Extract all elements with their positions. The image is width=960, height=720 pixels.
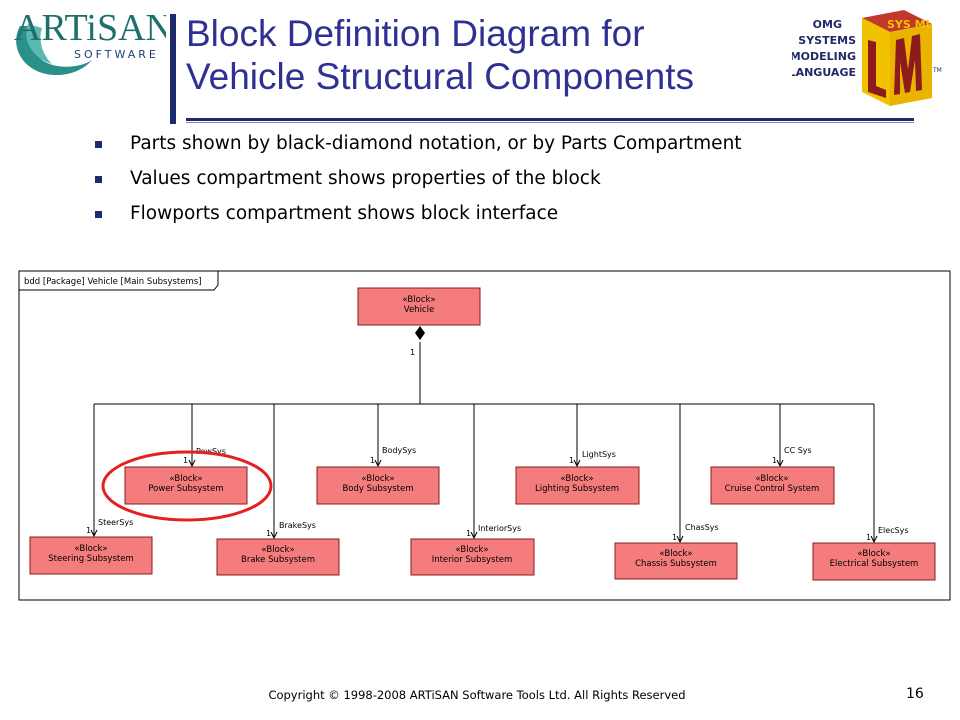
composition-connectors bbox=[93, 342, 875, 542]
block-stereotype: «Block» bbox=[74, 544, 107, 554]
multiplicity-label: 1 bbox=[86, 526, 91, 535]
block-stereotype: «Block» bbox=[261, 545, 294, 555]
frame-label: bdd [Package] Vehicle [Main Subsystems] bbox=[24, 277, 202, 287]
arrowhead-electrical bbox=[870, 535, 878, 544]
multiplicity-label: 1 bbox=[772, 456, 777, 465]
block-power-subsystem[interactable]: «Block» Power Subsystem bbox=[124, 466, 248, 505]
block-body-subsystem[interactable]: «Block» Body Subsystem bbox=[316, 466, 440, 505]
swoosh-icon bbox=[16, 26, 93, 76]
role-label: InteriorSys bbox=[478, 524, 521, 533]
block-stereotype: «Block» bbox=[857, 549, 890, 559]
frame-label-tab bbox=[19, 271, 219, 291]
block-name: Brake Subsystem bbox=[241, 555, 315, 565]
block-stereotype: «Block» bbox=[560, 474, 593, 484]
block-name: Cruise Control System bbox=[725, 484, 820, 494]
highlight-ellipse bbox=[101, 450, 273, 522]
block-vehicle[interactable]: «Block» Vehicle bbox=[357, 287, 481, 326]
language-text: LANGUAGE bbox=[792, 66, 856, 79]
title-rule bbox=[186, 118, 914, 121]
sysml-cube-icon: SYS ML bbox=[862, 10, 933, 106]
arrowhead-brake bbox=[270, 531, 278, 540]
block-stereotype: «Block» bbox=[361, 474, 394, 484]
artisan-software-logo: ARTiSAN SOFTWARE bbox=[14, 7, 166, 76]
role-label: BodySys bbox=[382, 446, 416, 455]
page-number: 16 bbox=[906, 686, 924, 702]
block-cruise-control-system[interactable]: «Block» Cruise Control System bbox=[710, 466, 835, 505]
tm-text: TM bbox=[932, 67, 942, 74]
block-definition-diagram: bdd [Package] Vehicle [Main Subsystems] … bbox=[18, 270, 951, 601]
block-stereotype: «Block» bbox=[169, 474, 202, 484]
block-name: Electrical Subsystem bbox=[830, 559, 919, 569]
block-name: Interior Subsystem bbox=[432, 555, 513, 565]
arrowhead-body bbox=[374, 459, 382, 468]
role-label: SteerSys bbox=[98, 518, 133, 527]
title-rule-thin bbox=[186, 122, 914, 123]
block-lighting-subsystem[interactable]: «Block» Lighting Subsystem bbox=[515, 466, 640, 505]
block-stereotype: «Block» bbox=[455, 545, 488, 555]
block-name: Chassis Subsystem bbox=[635, 559, 717, 569]
block-stereotype: «Block» bbox=[659, 549, 692, 559]
bullet-item: Flowports compartment shows block interf… bbox=[92, 200, 912, 235]
arrowhead-interior bbox=[470, 531, 478, 540]
bullet-text: Values compartment shows properties of t… bbox=[130, 168, 601, 189]
slide-title: Block Definition Diagram for Vehicle Str… bbox=[186, 12, 786, 98]
bullet-text: Flowports compartment shows block interf… bbox=[130, 203, 559, 224]
block-chassis-subsystem[interactable]: «Block» Chassis Subsystem bbox=[614, 542, 738, 580]
block-stereotype: «Block» bbox=[402, 295, 435, 305]
title-line-1: Block Definition Diagram for bbox=[186, 13, 645, 54]
role-label: BrakeSys bbox=[279, 521, 316, 530]
multiplicity-label: 1 bbox=[569, 456, 574, 465]
role-label: CC Sys bbox=[784, 446, 812, 455]
block-name: Vehicle bbox=[404, 305, 434, 315]
bullet-square-icon bbox=[95, 211, 102, 218]
swoosh-inner-icon bbox=[26, 24, 52, 64]
sys-mark-text: SYS ML bbox=[887, 18, 933, 31]
arrowhead-lighting bbox=[573, 459, 581, 468]
block-name: Body Subsystem bbox=[342, 484, 413, 494]
block-name: Power Subsystem bbox=[148, 484, 223, 494]
role-label: ElecSys bbox=[878, 526, 909, 535]
root-multiplicity: 1 bbox=[410, 348, 415, 357]
logo-brand-text: ARTiSAN bbox=[14, 7, 166, 49]
multiplicity-label: 1 bbox=[672, 533, 677, 542]
omg-text: OMG bbox=[813, 18, 842, 31]
title-accent-bar bbox=[170, 14, 176, 124]
multiplicity-label: 1 bbox=[370, 456, 375, 465]
omg-sysml-logo: OMG SYSTEMS MODELING LANGUAGE SYS ML TM bbox=[792, 10, 942, 106]
multiplicity-label: 1 bbox=[466, 529, 471, 538]
block-name: Lighting Subsystem bbox=[535, 484, 619, 494]
role-label: ChasSys bbox=[685, 523, 719, 532]
block-interior-subsystem[interactable]: «Block» Interior Subsystem bbox=[410, 538, 535, 576]
bullet-text: Parts shown by black-diamond notation, o… bbox=[130, 133, 742, 154]
block-brake-subsystem[interactable]: «Block» Brake Subsystem bbox=[216, 538, 340, 576]
block-name: Steering Subsystem bbox=[48, 554, 133, 564]
copyright-footer: Copyright © 1998-2008 ARTiSAN Software T… bbox=[268, 688, 686, 702]
bullet-item: Values compartment shows properties of t… bbox=[92, 165, 912, 200]
arrowhead-steering bbox=[90, 529, 98, 538]
block-steering-subsystem[interactable]: «Block» Steering Subsystem bbox=[29, 536, 153, 575]
block-electrical-subsystem[interactable]: «Block» Electrical Subsystem bbox=[812, 542, 936, 581]
arrowhead-power bbox=[188, 459, 196, 468]
bullet-square-icon bbox=[95, 141, 102, 148]
composition-diamond-icon bbox=[415, 326, 425, 340]
block-stereotype: «Block» bbox=[755, 474, 788, 484]
navigation-arrowheads bbox=[90, 459, 878, 544]
multiplicity-label: 1 bbox=[866, 533, 871, 542]
title-line-2: Vehicle Structural Components bbox=[186, 56, 694, 97]
systems-text: SYSTEMS bbox=[798, 34, 856, 47]
role-label: LightSys bbox=[582, 450, 616, 459]
modeling-text: MODELING bbox=[792, 50, 856, 63]
role-label: PowSys bbox=[196, 447, 226, 456]
bullet-square-icon bbox=[95, 176, 102, 183]
multiplicity-label: 1 bbox=[266, 529, 271, 538]
bullet-item: Parts shown by black-diamond notation, o… bbox=[92, 130, 912, 165]
bullet-list: Parts shown by black-diamond notation, o… bbox=[92, 130, 912, 235]
logo-sub-text: SOFTWARE bbox=[74, 48, 159, 61]
multiplicity-label: 1 bbox=[183, 456, 188, 465]
arrowhead-chassis bbox=[676, 535, 684, 544]
arrowhead-cruise bbox=[776, 459, 784, 468]
